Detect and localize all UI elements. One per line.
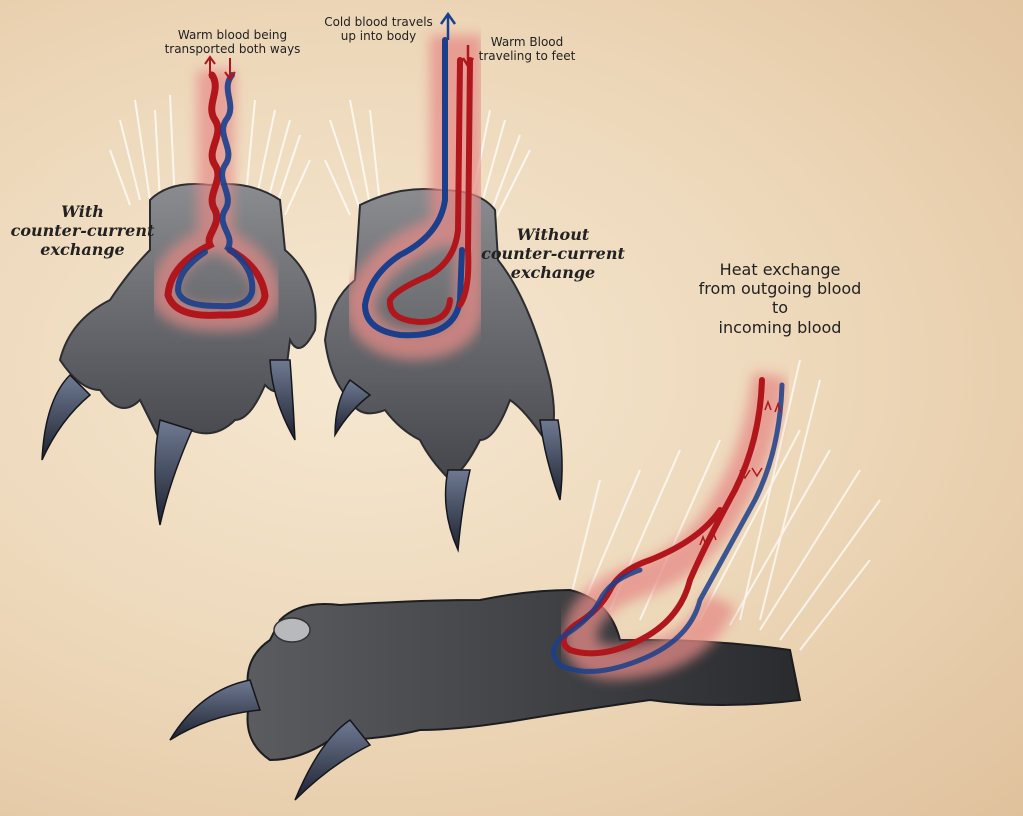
without-exchange-label: Without counter-current exchange	[478, 225, 628, 283]
with-exchange-label: With counter-current exchange	[10, 202, 155, 260]
left-foot	[41, 55, 317, 526]
left-claw-3	[269, 359, 296, 441]
without-exchange-line-3: exchange	[510, 263, 596, 283]
side-artery	[560, 377, 765, 657]
side-fur	[569, 359, 881, 651]
without-exchange-line-2: counter-current	[481, 244, 625, 264]
with-exchange-line-2: counter-current	[10, 221, 155, 241]
side-claw-1	[169, 679, 262, 741]
heat-exchange-line-4: incoming blood	[718, 317, 842, 337]
left-artery	[164, 71, 269, 319]
side-foot	[169, 359, 881, 801]
middle-arrows	[439, 11, 475, 69]
heat-exchange-line-3: to	[771, 298, 789, 318]
warm-both-ways-label: Warm blood being transported both ways	[155, 28, 310, 57]
warm-feet-line-2: traveling to feet	[478, 49, 576, 64]
cold-up-line-1: Cold blood travels	[324, 15, 433, 29]
side-claw-2	[294, 718, 372, 801]
warm-both-line-2: transported both ways	[164, 42, 301, 57]
without-exchange-line-1: Without	[516, 225, 590, 244]
cold-up-label: Cold blood travels up into body	[316, 15, 441, 44]
side-toe-pad	[273, 617, 311, 643]
middle-warm-vessel-1	[386, 57, 463, 326]
middle-cold-vessel	[361, 37, 465, 339]
left-vein	[174, 72, 256, 310]
heat-arrows	[699, 399, 782, 546]
middle-foot	[323, 11, 563, 553]
heat-exchange-label: Heat exchange from outgoing blood to inc…	[680, 260, 880, 337]
with-exchange-line-1: With	[61, 202, 104, 221]
cold-up-line-2: up into body	[340, 29, 417, 44]
left-claw-2	[154, 419, 194, 526]
heat-exchange-line-2: from outgoing blood	[698, 279, 862, 299]
left-arrows	[204, 55, 236, 81]
middle-claw-2	[444, 469, 471, 553]
side-foot-body	[246, 588, 802, 762]
middle-claw-1	[334, 378, 372, 438]
heat-exchange-line-1: Heat exchange	[719, 260, 841, 279]
middle-claw-3	[539, 419, 563, 501]
middle-warm-vessel-2	[457, 57, 473, 308]
side-vein	[551, 382, 785, 674]
with-exchange-line-3: exchange	[40, 240, 125, 260]
warm-both-line-1: Warm blood being	[177, 28, 288, 42]
warm-feet-label: Warm Blood traveling to feet	[472, 35, 582, 64]
left-claw-1	[41, 373, 92, 461]
warm-feet-line-1: Warm Blood	[490, 35, 564, 49]
